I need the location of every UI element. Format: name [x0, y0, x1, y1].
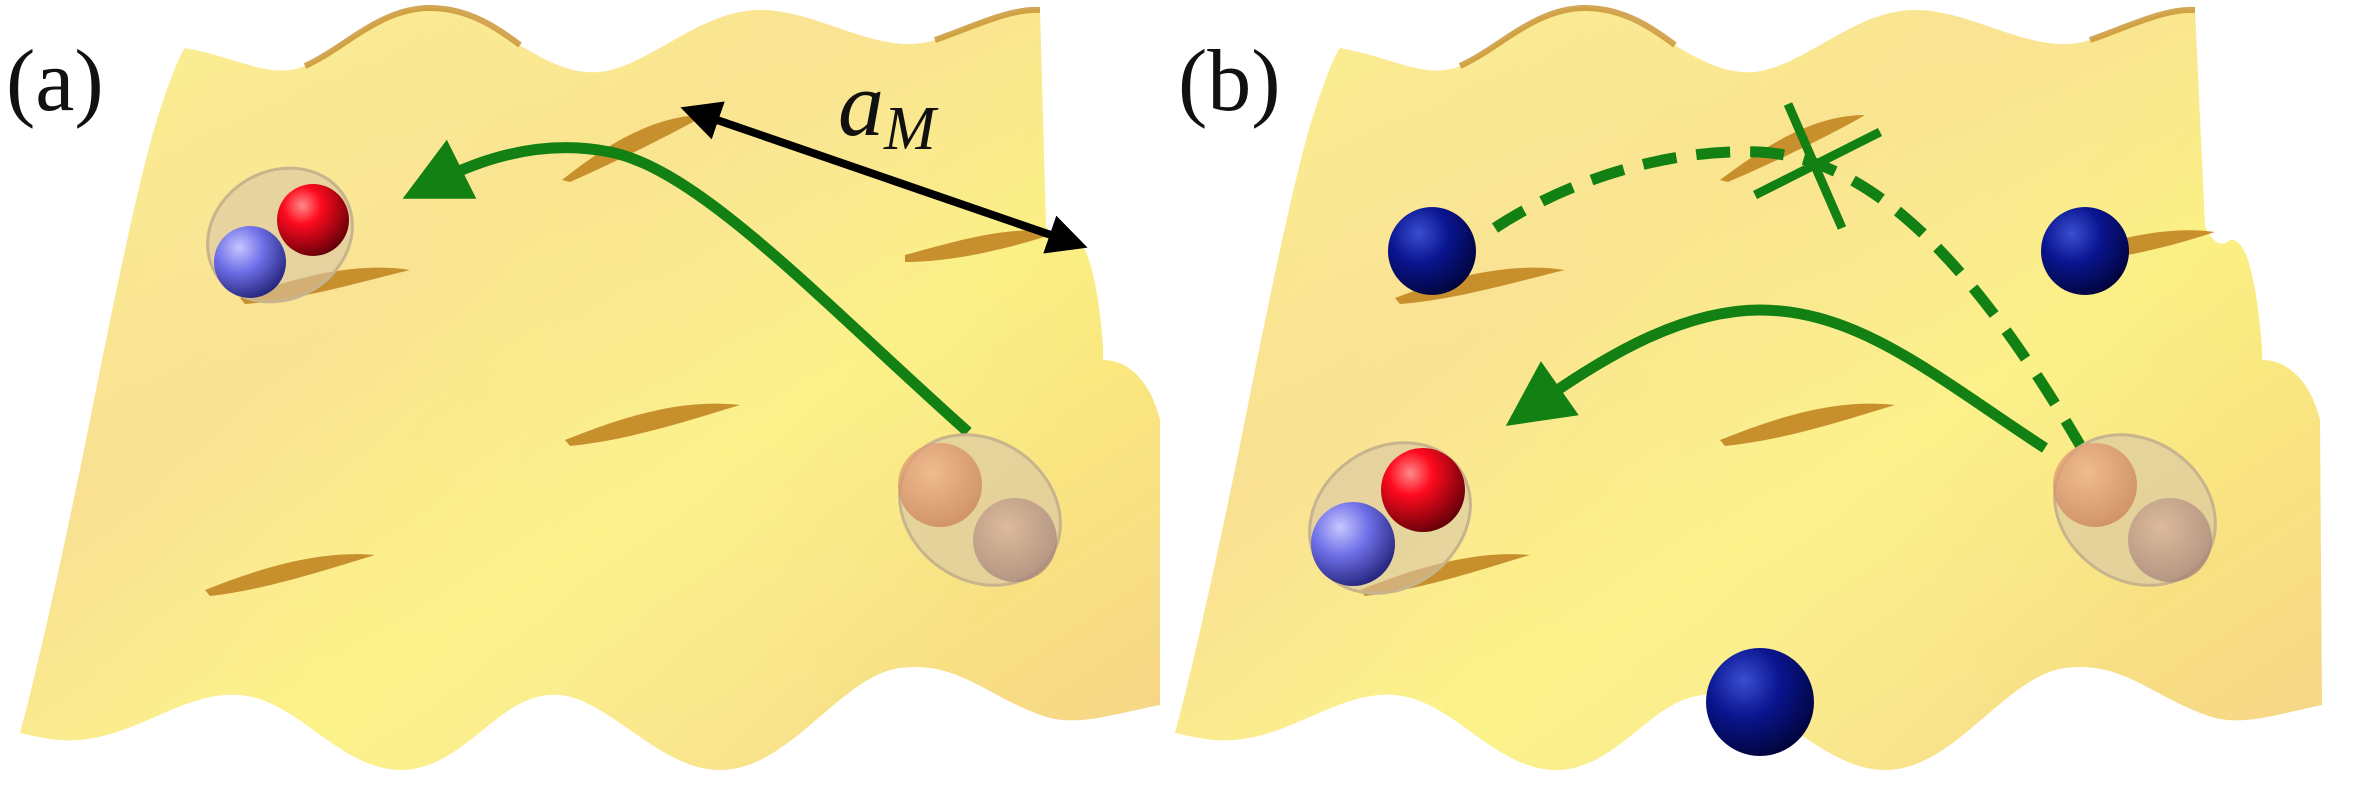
hopping-arrow-a — [402, 139, 972, 437]
panel-label-b: (b) — [1178, 33, 1281, 130]
lattice-constant-arrow — [680, 101, 1088, 254]
panel-a: aM (a) — [6, 4, 1160, 771]
ridge-shadow-a4 — [565, 403, 740, 446]
ridge-shadow-a1 — [562, 115, 705, 182]
panel-b: (b) — [1175, 4, 2322, 771]
blue-particle-b-topleft — [1388, 207, 1476, 295]
red-particle-a — [277, 184, 349, 256]
panel-label-a: (a) — [6, 33, 104, 130]
faded-violet-particle-a — [973, 498, 1057, 582]
cross-mark-icon — [1752, 102, 1883, 230]
faded-red-particle-b — [2053, 443, 2137, 527]
surface-sheen-b — [1175, 8, 2322, 771]
rim-ridge-b2 — [2089, 6, 2196, 43]
violet-particle-b — [1311, 502, 1395, 586]
lattice-constant-symbol: a — [838, 53, 884, 155]
lattice-constant-label: aM — [838, 53, 939, 163]
faded-red-particle-a — [898, 443, 982, 527]
surface-sheen-a — [20, 8, 1160, 771]
faded-violet-particle-b — [2128, 498, 2212, 582]
rim-ridge-a — [303, 4, 522, 69]
blue-particle-b-bottom — [1706, 648, 1814, 756]
lattice-constant-subscript: M — [883, 95, 939, 163]
rim-ridge-b — [1458, 4, 1677, 69]
forbidden-hop-path — [1491, 146, 2085, 448]
ridge-shadow-b1 — [1720, 115, 1865, 182]
blue-particle-b-topright — [2041, 207, 2129, 295]
red-particle-b — [1381, 448, 1465, 532]
ridge-shadow-a5 — [205, 554, 375, 596]
ridge-shadow-b3 — [1395, 267, 1565, 304]
ridge-shadow-b4 — [1720, 403, 1895, 446]
hopping-arrow-b — [1505, 304, 2048, 453]
rim-ridge-a2 — [934, 6, 1041, 43]
violet-particle-a — [214, 226, 286, 298]
